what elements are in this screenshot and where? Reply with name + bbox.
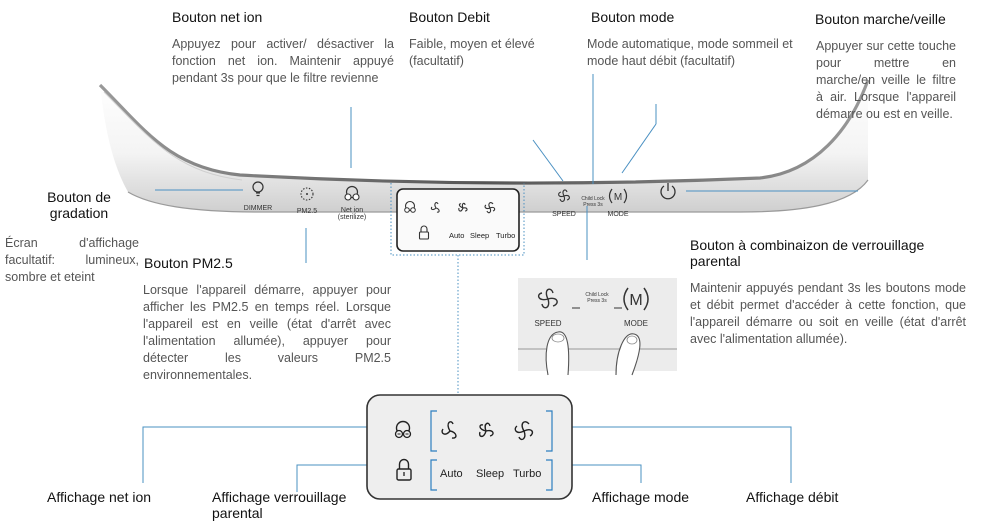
power-title: Bouton marche/veille — [815, 11, 946, 27]
net-ion-button[interactable]: Net ion (sterilize) — [336, 185, 368, 225]
lock-display-caption: Affichage verrouillage parental — [212, 489, 346, 521]
child-lock-text: Child Lock — [581, 196, 605, 202]
power-button[interactable] — [658, 181, 678, 201]
fan-icon — [558, 189, 570, 202]
mode-m-icon: M — [608, 188, 628, 204]
lock-caption-line1: Affichage verrouillage — [212, 489, 347, 505]
child-lock-title-line1: Bouton à combinaizon de verrouillage — [690, 237, 925, 253]
mode-label: MODE — [607, 211, 629, 218]
turbo-label: Turbo — [496, 231, 516, 240]
net-ion-desc: Appuyez pour activer/ désactiver la fonc… — [172, 37, 394, 85]
child-lock-title-line2: parental — [690, 253, 741, 269]
fan-high-display-icon — [514, 421, 534, 441]
device-rim — [98, 79, 870, 185]
lock-icon — [418, 225, 430, 240]
debit-title: Bouton Debit — [409, 9, 490, 25]
inset-press-text: Press 3s — [587, 298, 607, 304]
auto-label: Auto — [449, 231, 465, 240]
display-small: Auto Sleep Turbo — [399, 195, 519, 245]
dimmer-title-line2: gradation — [49, 205, 109, 221]
dimmer-desc: Écran d'affichage facultatif: lumineux, … — [5, 236, 139, 284]
inset-mode: M MODE — [616, 284, 656, 334]
net-ion-display-caption: Affichage net ion — [47, 489, 152, 505]
net-ion-display-icon — [394, 420, 412, 439]
mode-button[interactable]: M MODE — [604, 186, 632, 222]
svg-text:M: M — [614, 192, 622, 203]
mode-display-caption: Affichage mode — [592, 489, 690, 505]
net-ion-label: Net ion — [340, 207, 364, 214]
net-ion-icon — [344, 185, 360, 201]
fan-low-icon — [430, 202, 440, 213]
mode-title: Bouton mode — [591, 9, 675, 25]
inset-speed: SPEED — [528, 284, 568, 334]
pm25-button[interactable]: PM2.5 — [292, 185, 322, 215]
inset-lock-hint: Child Lock Press 3s — [580, 292, 614, 304]
pm25-desc: Lorsque l'appareil démarre, appuyer pour… — [143, 283, 391, 382]
child-lock-hint: Child Lock Press 3s — [578, 196, 608, 208]
dash-line — [572, 307, 622, 309]
sterilize-label: (sterilize) — [337, 214, 367, 221]
child-lock-desc: Maintenir appuyés pendant 3s les boutons… — [690, 281, 966, 346]
sleep-display-label: Sleep — [476, 468, 505, 480]
inset-speed-label: SPEED — [534, 319, 562, 328]
turbo-display-label: Turbo — [513, 468, 542, 480]
dimmer-title-line1: Bouton de — [47, 189, 111, 205]
auto-display-label: Auto — [440, 468, 463, 480]
pm25-icon — [300, 187, 314, 201]
fan-mid-display-icon — [478, 422, 494, 438]
fan-high-icon — [484, 202, 496, 214]
inset-child-lock-text: Child Lock — [585, 292, 609, 298]
mode-m-icon: M — [623, 287, 649, 311]
lock-caption-line2: parental — [212, 505, 263, 521]
fan-low-display-icon — [441, 421, 457, 439]
lock-display-icon — [396, 458, 412, 481]
fan-mid-icon — [458, 202, 468, 212]
debit-display-caption: Affichage débit — [746, 489, 839, 505]
pm25-label: PM2.5 — [296, 208, 318, 215]
power-icon — [660, 183, 676, 200]
power-desc: Appuyer sur cette touche pour mettre en … — [816, 39, 956, 121]
display-panel-large — [366, 394, 573, 500]
bulb-icon — [252, 181, 264, 197]
svg-text:M: M — [629, 292, 642, 309]
inset-mode-label: MODE — [624, 319, 648, 328]
speed-label: SPEED — [552, 211, 576, 218]
pm25-title: Bouton PM2.5 — [144, 255, 233, 271]
net-ion-title: Bouton net ion — [172, 9, 263, 25]
sleep-label: Sleep — [470, 231, 490, 240]
press-text: Press 3s — [583, 202, 603, 208]
dimmer-button[interactable]: DIMMER — [240, 180, 276, 216]
dimmer-label: DIMMER — [243, 205, 273, 212]
dimmer-title: Bouton de gradation — [34, 189, 124, 221]
child-lock-title: Bouton à combinaizon de verrouillage par… — [690, 237, 924, 269]
speed-button[interactable]: SPEED — [550, 186, 578, 222]
fingers-illustration — [545, 331, 641, 376]
debit-desc: Faible, moyen et élevé (facultatif) — [409, 37, 535, 68]
mode-desc: Mode automatique, mode sommeil et mode h… — [587, 37, 793, 68]
child-lock-inset — [518, 278, 677, 371]
inset-dash — [570, 298, 624, 316]
fan-icon — [537, 288, 558, 309]
net-ion-icon — [404, 200, 416, 213]
